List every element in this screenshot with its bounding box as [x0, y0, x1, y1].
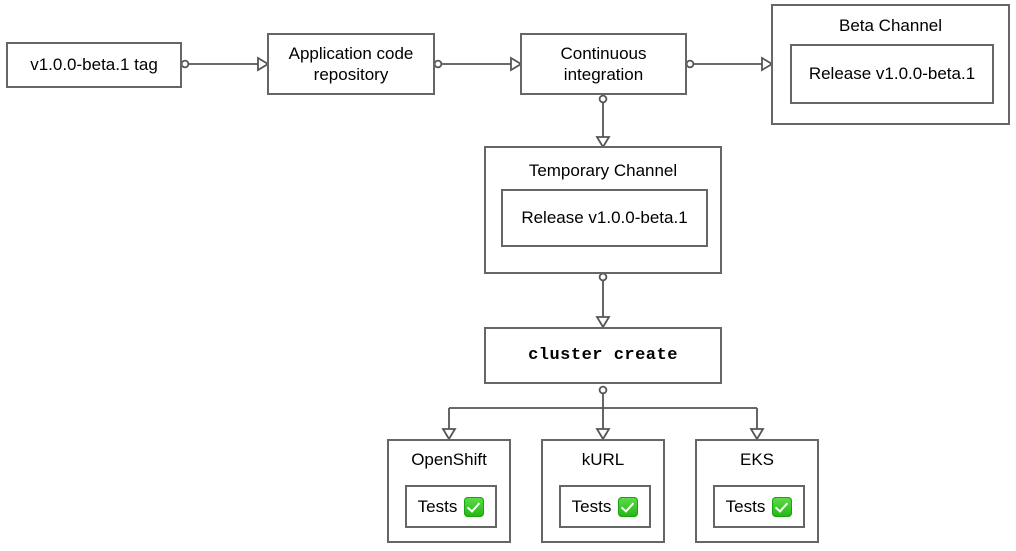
node-kurl-tests-label: Tests: [571, 496, 612, 516]
node-kurl-title: kURL: [581, 450, 625, 469]
node-temporary-channel[interactable]: Temporary Channel Release v1.0.0-beta.1: [484, 146, 722, 274]
edge-ci-to-temporary-channel: [595, 94, 611, 149]
node-app-code-repository[interactable]: Application code repository: [267, 33, 435, 95]
node-continuous-integration-label-line1: Continuous: [560, 43, 647, 63]
node-temporary-channel-title: Temporary Channel: [528, 161, 678, 180]
node-eks[interactable]: EKS Tests: [695, 439, 819, 543]
node-openshift-tests[interactable]: Tests: [405, 485, 497, 528]
node-version-tag-label: v1.0.0-beta.1 tag: [30, 55, 158, 75]
node-beta-channel-release[interactable]: Release v1.0.0-beta.1: [790, 44, 994, 104]
node-eks-tests[interactable]: Tests: [713, 485, 805, 528]
node-openshift-tests-label: Tests: [417, 496, 458, 516]
node-openshift[interactable]: OpenShift Tests: [387, 439, 511, 543]
node-eks-tests-label: Tests: [725, 496, 766, 516]
node-version-tag[interactable]: v1.0.0-beta.1 tag: [6, 42, 182, 88]
node-kurl[interactable]: kURL Tests: [541, 439, 665, 543]
edge-temporary-channel-to-cluster-create: [595, 272, 611, 329]
node-cluster-create[interactable]: cluster create: [484, 327, 722, 384]
white-check-mark-icon: [618, 496, 639, 517]
node-app-code-repository-label-line1: Application code: [288, 43, 414, 63]
white-check-mark-icon: [772, 496, 793, 517]
node-temporary-channel-release-label: Release v1.0.0-beta.1: [521, 208, 688, 228]
node-openshift-title: OpenShift: [411, 450, 487, 469]
node-beta-channel-title: Beta Channel: [838, 16, 943, 35]
edge-repo-to-ci: [433, 56, 523, 72]
white-check-mark-icon: [464, 496, 485, 517]
node-eks-title: EKS: [739, 450, 775, 469]
node-beta-channel[interactable]: Beta Channel Release v1.0.0-beta.1: [771, 4, 1010, 125]
edge-ci-to-beta-channel: [685, 56, 774, 72]
node-kurl-tests[interactable]: Tests: [559, 485, 651, 528]
edge-tag-to-repo: [180, 56, 270, 72]
edge-cluster-create-branch: [441, 385, 765, 441]
node-cluster-create-label: cluster create: [528, 345, 678, 365]
node-temporary-channel-release[interactable]: Release v1.0.0-beta.1: [501, 189, 708, 247]
node-app-code-repository-label-line2: repository: [313, 65, 389, 84]
node-beta-channel-release-label: Release v1.0.0-beta.1: [808, 64, 976, 84]
node-continuous-integration-label-line2: integration: [563, 65, 644, 84]
node-continuous-integration[interactable]: Continuous integration: [520, 33, 687, 95]
